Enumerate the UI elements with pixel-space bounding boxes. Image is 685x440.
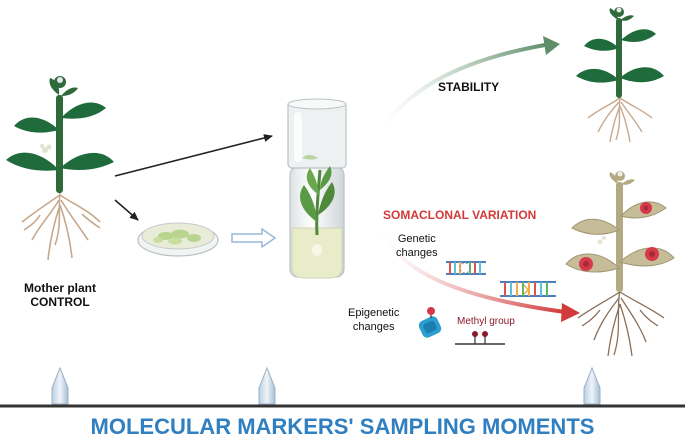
somaclonal-variation-label: SOMACLONAL VARIATION (383, 208, 537, 222)
mother-plant-roots (21, 191, 101, 261)
mother-plant-label: Mother plant CONTROL (22, 281, 98, 309)
epigenetic-changes-label: Epigenetic changes (348, 306, 399, 334)
genetic-changes-line1: Genetic (397, 233, 436, 245)
sampling-marker-icon (258, 366, 276, 405)
epigenetic-changes-line1: Epigenetic (348, 307, 400, 319)
mother-plant-label-line2: CONTROL (30, 295, 90, 309)
dna-icon (446, 261, 486, 275)
somaclonal-arrow-head (561, 303, 580, 322)
healthy-plant-icon (576, 7, 664, 143)
dna-mutated-icon (500, 281, 556, 297)
genetic-changes-line2: changes (396, 247, 438, 259)
mother-plant-label-line1: Mother plant (24, 281, 96, 295)
genetic-changes-label: Genetic changes (396, 232, 438, 260)
culture-tube-icon (287, 98, 347, 279)
arrow-to-tube (114, 134, 273, 177)
footer-title: MOLECULAR MARKERS' SAMPLING MOMENTS (90, 414, 595, 439)
arrow-petri-to-tube (231, 227, 277, 249)
sampling-marker-icon (51, 366, 69, 405)
methylated-dna-icon (455, 331, 505, 345)
stability-arrow-head (543, 36, 560, 55)
epigenetic-changes-line2: changes (352, 321, 395, 333)
stability-arrow (376, 43, 546, 139)
methyl-group-label: Methyl group (457, 316, 515, 327)
arrow-to-petri (114, 199, 139, 221)
variant-plant-icon (565, 171, 675, 357)
somaclonal-arrow (378, 224, 566, 314)
methyl-group-icon (418, 307, 442, 338)
mother-plant-icon (6, 76, 114, 261)
petri-dish-icon (137, 222, 219, 257)
sampling-marker-icon (583, 366, 601, 405)
stability-label: STABILITY (438, 80, 500, 94)
